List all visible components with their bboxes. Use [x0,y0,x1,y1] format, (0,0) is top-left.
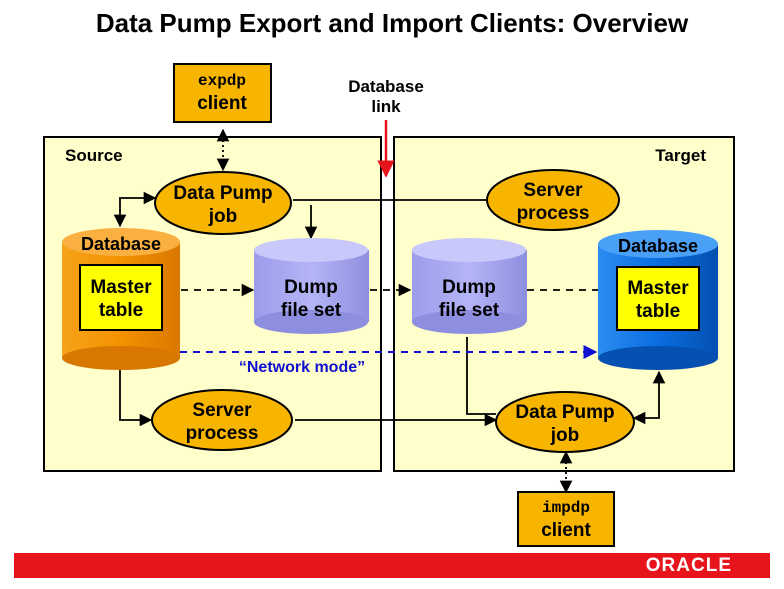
footer-bar: ORACLE [14,553,770,578]
impdp-client-box: impdp client [517,491,615,547]
target-job-line1: Data Pump [515,402,614,423]
source-master-table-line1: Master [90,277,152,298]
target-dump-line1: Dump [442,277,496,298]
oracle-logo: ORACLE [645,555,732,576]
target-panel-label: Target [655,146,706,165]
expdp-command: expdp [198,72,246,90]
source-database-label: Database [81,234,161,254]
target-job-line2: job [550,425,580,446]
target-master-table-line1: Master [627,278,689,299]
source-server-process: Server process [151,389,293,451]
database-link-label-line2: link [371,97,401,116]
page-title: Data Pump Export and Import Clients: Ove… [95,8,689,38]
source-dump-file-set: Dump file set [254,238,369,334]
source-master-table [79,264,163,331]
database-link: Database link [348,77,424,178]
target-server-line2: process [517,203,590,224]
source-dump-line2: file set [281,300,342,321]
target-server-process: Server process [486,169,620,231]
target-dump-line2: file set [439,300,500,321]
source-master-table-line2: table [99,300,143,321]
connector-lines [113,128,666,494]
source-server-line2: process [186,423,259,444]
target-database: Database Master table [598,230,718,370]
target-dump-file-set: Dump file set [412,238,527,334]
source-server-line1: Server [192,400,252,421]
source-data-pump-job: Data Pump job [154,171,292,235]
target-master-table-line2: table [636,301,680,322]
source-job-line2: job [208,206,238,227]
source-dump-line1: Dump [284,277,338,298]
source-database: Database Master table [62,228,180,370]
source-panel-label: Source [65,146,123,165]
expdp-client-box: expdp client [173,63,272,123]
target-database-label: Database [618,236,698,256]
network-mode-label: “Network mode” [239,359,365,376]
source-job-line1: Data Pump [173,183,272,204]
impdp-client-label: client [541,520,591,541]
target-data-pump-job: Data Pump job [495,391,635,453]
target-server-line1: Server [523,180,583,201]
impdp-command: impdp [542,499,590,517]
expdp-client-label: client [197,93,247,114]
target-master-table [616,266,700,331]
network-mode-link: “Network mode” [180,345,598,376]
database-link-label-line1: Database [348,77,424,96]
